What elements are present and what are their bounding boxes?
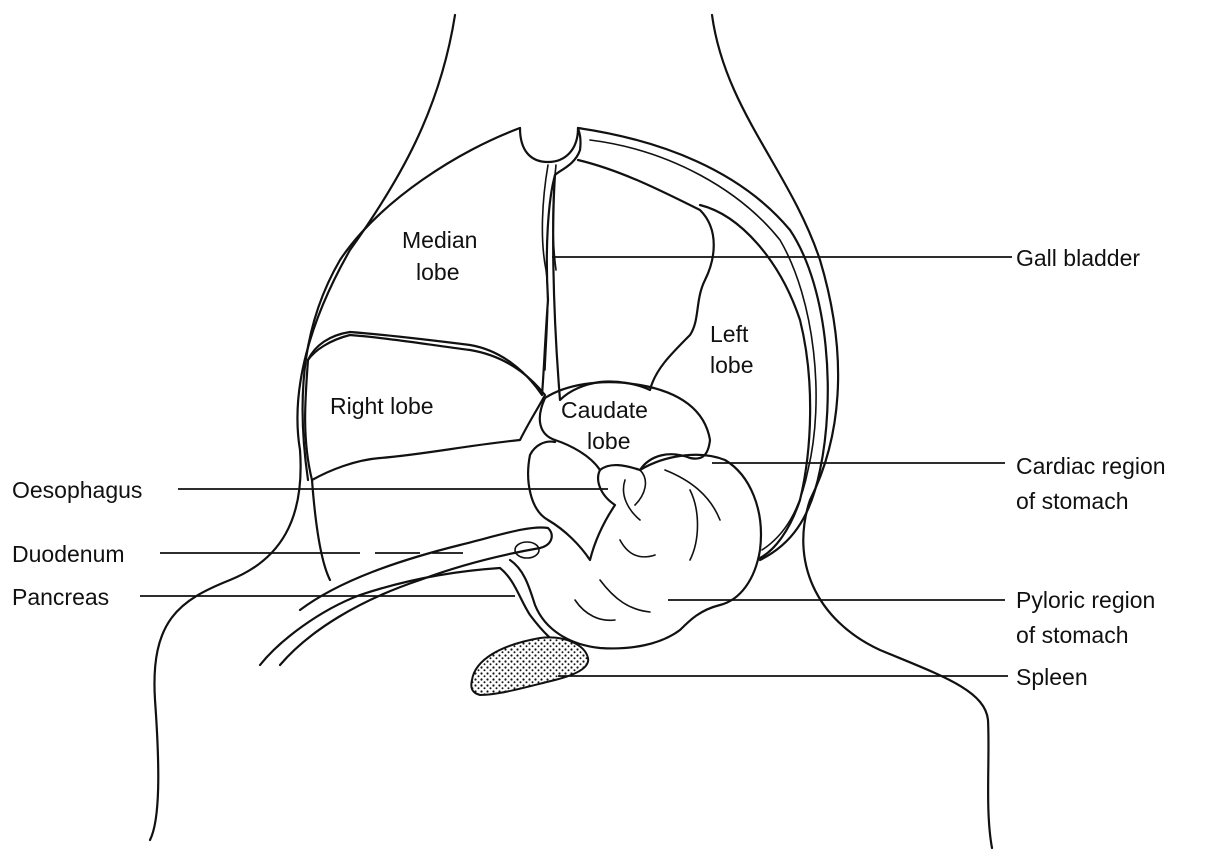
caudate-lobe-label: Caudate [561, 397, 648, 423]
left-lobe-label: Left [710, 321, 749, 347]
spleen-label: Spleen [1016, 664, 1088, 690]
right-lobe-label: Right lobe [330, 393, 434, 419]
median-lobe-label-line2: lobe [416, 259, 459, 285]
median-lobe-label: Median [402, 227, 477, 253]
pyloric-region-label: Pyloric region [1016, 587, 1155, 613]
oesophagus-label: Oesophagus [12, 477, 142, 503]
cardiac-region-label: Cardiac region [1016, 453, 1166, 479]
duodenum-label: Duodenum [12, 541, 125, 567]
left-lobe-outline [553, 160, 714, 400]
left-lobe-label-line2: lobe [710, 352, 753, 378]
caudate-lobe-label-line2: lobe [587, 428, 630, 454]
spleen [471, 637, 588, 695]
body-outline [150, 15, 992, 848]
pyloric-region-label-line2: of stomach [1016, 622, 1129, 648]
leader-lines [140, 257, 1012, 676]
pancreas-label: Pancreas [12, 584, 109, 610]
cardiac-region-label-line2: of stomach [1016, 488, 1129, 514]
stomach-outline [528, 442, 615, 560]
gall-bladder-label: Gall bladder [1016, 245, 1140, 271]
liver-capsule [303, 128, 828, 560]
